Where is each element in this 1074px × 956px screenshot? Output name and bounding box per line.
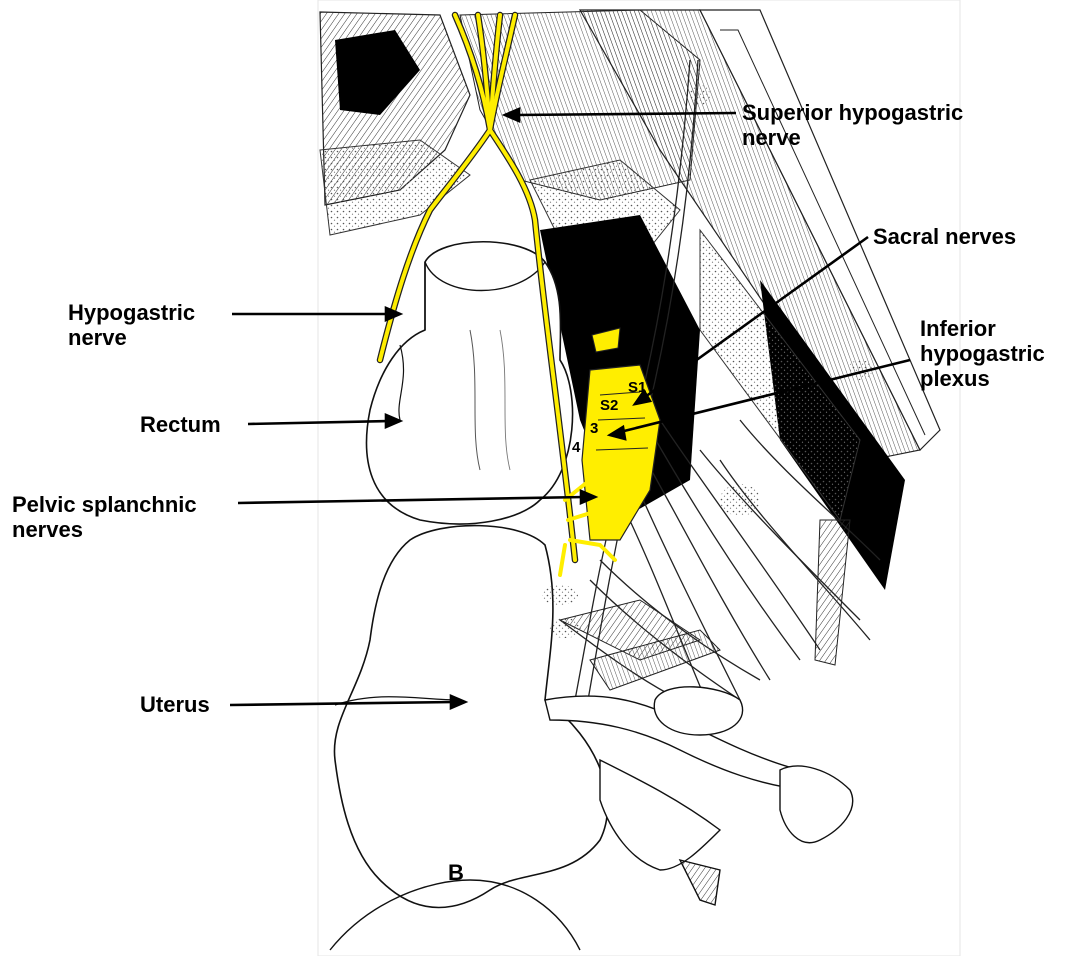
sacral-marker-s3: 3 bbox=[590, 420, 598, 437]
label-pelvic-splanchnic-nerves: Pelvic splanchnic nerves bbox=[12, 492, 197, 542]
sacral-marker-s2: S2 bbox=[600, 397, 618, 414]
label-inferior-hypogastric-plexus: Inferior hypogastric plexus bbox=[920, 316, 1045, 391]
label-uterus: Uterus bbox=[140, 692, 210, 717]
label-hypogastric-nerve: Hypogastric nerve bbox=[68, 300, 195, 350]
sacral-marker-s4: 4 bbox=[572, 439, 581, 456]
label-rectum: Rectum bbox=[140, 412, 221, 437]
label-sacral-nerves: Sacral nerves bbox=[873, 224, 1016, 249]
panel-letter-b: B bbox=[448, 860, 464, 885]
label-superior-hypogastric-nerve: Superior hypogastric nerve bbox=[742, 100, 963, 150]
